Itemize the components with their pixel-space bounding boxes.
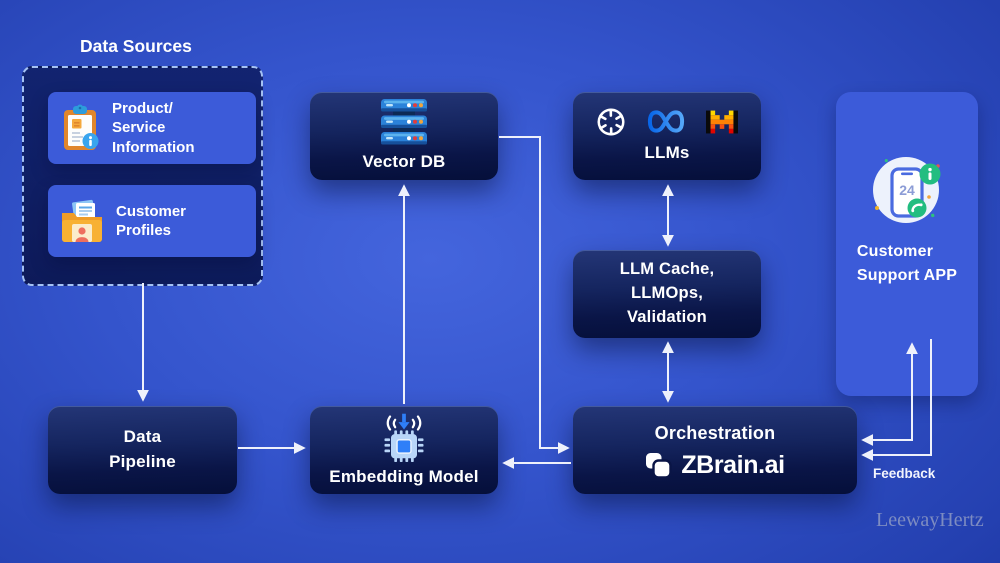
zbrain-wordmark: ZBrain.ai [681,450,785,479]
card-product-service-information: Product/ Service Information [48,92,256,164]
data-sources-title: Data Sources [80,36,192,56]
node-llms: LLMs [573,92,761,180]
node-llm-cache: LLM Cache, LLMOps, Validation [573,250,761,338]
chip-embedding-icon [384,413,424,463]
watermark: LeewayHertz [876,509,984,531]
node-label: Data Pipeline [109,427,176,471]
node-label: LLMs [644,142,690,162]
support-phone-icon: 24 [873,157,941,223]
feedback-label: Feedback [873,466,936,481]
node-orchestration: Orchestration ZBrain.ai [573,406,857,494]
zbrain-logo-icon [646,452,673,479]
folder-profile-icon [62,199,102,242]
server-stack-icon [381,98,427,145]
card-customer-profiles: Customer Profiles [48,185,256,257]
card-label: Customer Profiles [116,202,187,239]
phone-screen-text: 24 [899,182,915,198]
openai-logo [597,108,625,136]
node-embedding-model: Embedding Model [310,406,498,494]
node-vector-db: Vector DB [310,92,498,180]
node-label: Embedding Model [329,467,479,487]
node-label: Orchestration [654,423,776,444]
node-label: Vector DB [362,151,446,171]
node-label: Customer Support APP [856,243,958,284]
clipboard-info-icon [64,104,99,150]
meta-logo [647,110,685,133]
zbrain-brand: ZBrain.ai [645,450,785,480]
card-label: Product/ Service Information [112,100,195,156]
node-label: LLM Cache, LLMOps, Validation [619,260,715,326]
mistral-ai-logo [706,110,738,134]
arrow-vectordb-to-orchestration [499,136,570,454]
node-customer-support-app: 24 Customer Support APP [836,92,978,396]
node-data-pipeline: Data Pipeline [48,406,237,494]
llm-logos [596,107,738,137]
